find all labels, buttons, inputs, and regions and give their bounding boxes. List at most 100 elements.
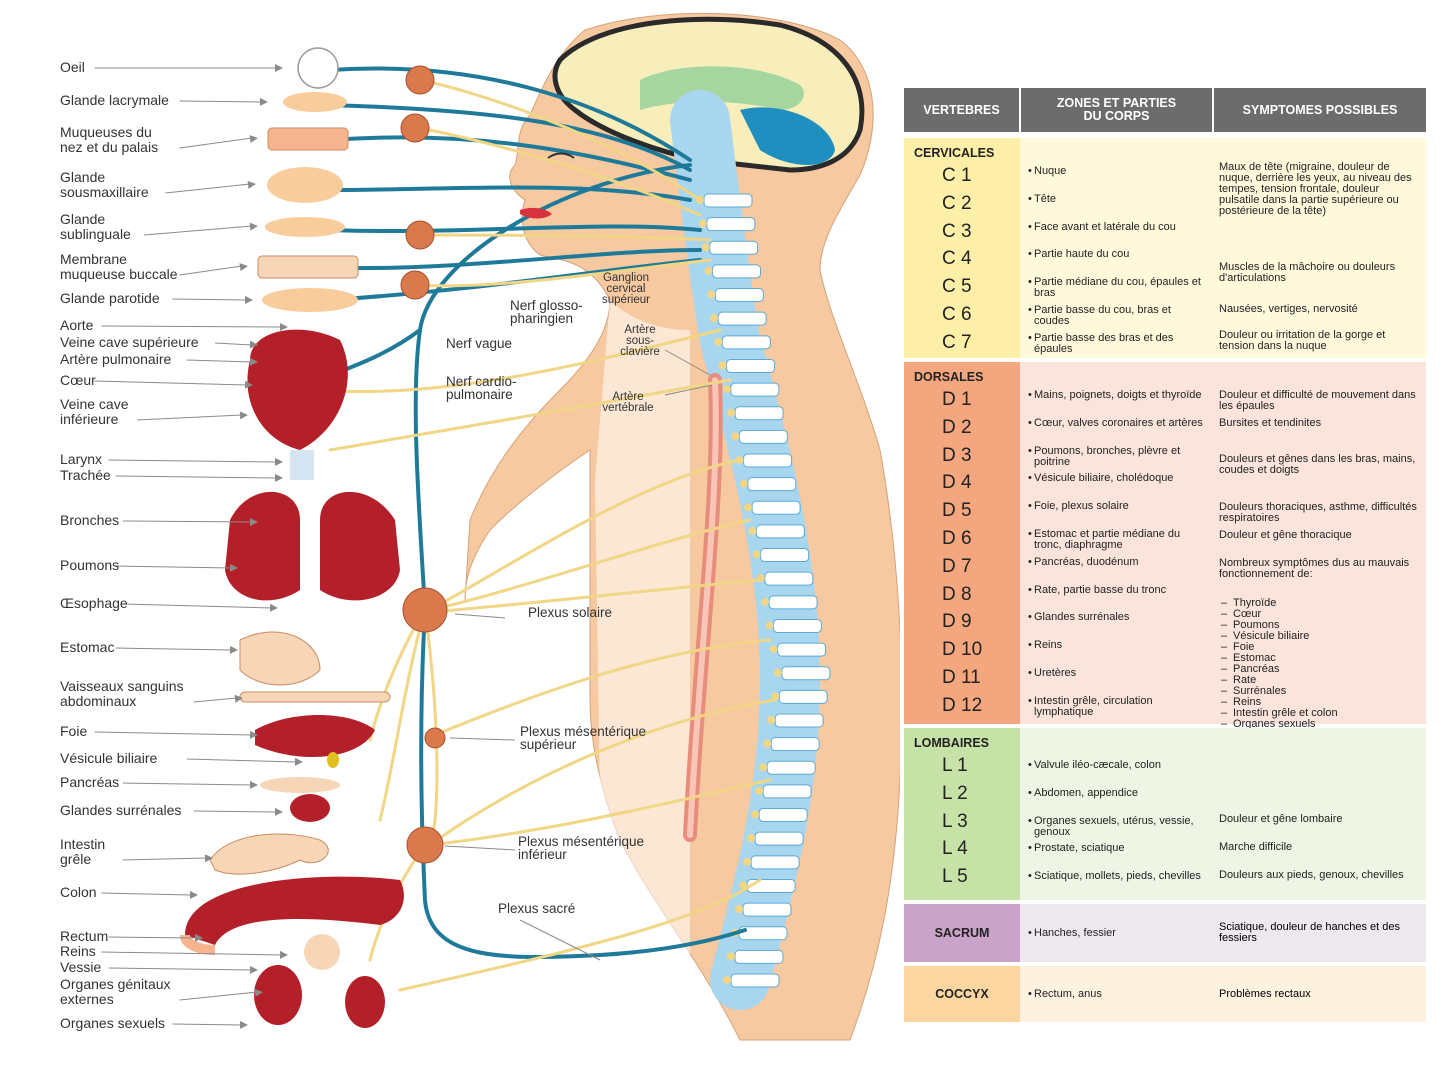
organ-label: Vessie [60,959,101,975]
nerves [318,66,777,992]
symptom-organ-item: Reins [1219,697,1420,709]
symptom-text: Douleur et gêne lombaire [1219,813,1343,825]
vertebra-label: L 3 [942,810,968,832]
organ-label: Bronches [60,512,119,528]
vertebrae-table: VERTEBRES ZONES ET PARTIES DU CORPS SYMP… [904,88,1426,1022]
section-title: COCCYX [935,987,989,1001]
zone-text: Organes sexuels, utérus, vessie, genoux [1028,815,1207,838]
vertebra-label: D 5 [942,500,972,522]
symptom-organ-item: Cœur [1219,609,1420,621]
zone-text: Poumons, bronches, plèvre et poitrine [1028,445,1207,468]
vertebra-label: D 9 [942,611,972,633]
vertebra-label: C 3 [942,220,972,242]
zone-text: Uretères [1028,668,1207,680]
organ-label: Rectum [60,928,108,944]
header-zones: ZONES ET PARTIES DU CORPS [1020,88,1214,132]
vertebra-label: D 8 [942,583,972,605]
symptom-organ-item: Pancréas [1219,664,1420,676]
vertebra-label: L 5 [942,866,968,888]
organs [180,47,404,1028]
vertebra-label: C 5 [942,276,972,298]
organ-label: Cœur [60,372,96,388]
organ-label: Vésicule biliaire [60,750,157,766]
organ-label: Pancréas [60,774,119,790]
organ-label: Glande parotide [60,290,160,306]
organ-label: Œsophage [60,595,128,611]
symptom-text: Douleurs aux pieds, genoux, chevilles [1219,869,1404,881]
vertebra-label: D 12 [942,694,983,716]
header-symptomes: SYMPTOMES POSSIBLES [1213,88,1426,132]
symptom-text: Maux de tête (migraine, douleur de nuque… [1219,161,1412,217]
symptom-organ-item: Organes sexuels [1219,719,1420,731]
zone-text: Rectum, anus [1028,988,1213,1000]
zone-text: Face avant et latérale du cou [1028,221,1207,233]
symptom-organ-item: Surrénales [1219,686,1420,698]
organ-label: Colon [60,884,97,900]
face [520,152,575,219]
zone-text: Mains, poignets, doigts et thyroïde [1028,390,1207,402]
ganglia [400,65,448,864]
section-sacrum: SACRUM Hanches, fessier Sciatique, doule… [904,904,1426,962]
symptom-text: Nausées, vertiges, nervosité [1219,303,1358,315]
symptom-text: Douleur et gêne thoracique [1219,529,1352,541]
organ-label: Larynx [60,451,102,467]
symptom-text: Bursites et tendinites [1219,417,1322,429]
symptom-text: Douleur ou irritation de la gorge et ten… [1219,329,1386,352]
zone-text: Partie médiane du cou, épaules et bras [1028,277,1207,299]
vertebra-label: L 4 [942,838,968,860]
zone-text: Foie, plexus solaire [1028,501,1207,513]
zone-text: Estomac et partie médiane du tronc, diap… [1028,529,1207,551]
organ-label: Glandes surrénales [60,802,181,818]
section-title: CERVICALES [914,146,995,160]
zone-text: Tête [1028,193,1207,205]
zone-text: Reins [1028,640,1207,652]
zone-text: Glandes surrénales [1028,612,1207,624]
symptom-text: Douleur et difficulté de mouvement dans … [1219,389,1416,412]
symptom-text: Douleurs thoraciques, asthme, difficulté… [1219,501,1417,524]
zone-text: Partie haute du cou [1028,249,1207,261]
zone-list: NuqueTêteFace avant et latérale du couPa… [1020,138,1213,358]
symptom-organ-item: Rate [1219,675,1420,687]
organ-label: Oeil [60,59,85,75]
symptom-organ-item: Foie [1219,642,1420,654]
leader-lines [94,64,713,1029]
zone-text: Valvule iléo-cæcale, colon [1028,760,1207,772]
vertebra-label: D 6 [942,527,972,549]
section-cervicales: CERVICALES C 1C 2C 3C 4C 5C 6C 7 NuqueTê… [904,138,1426,358]
symptom-list: Douleur et gêne lombaire Marche difficil… [1213,728,1426,900]
symptom-list: Douleur et difficulté de mouvement dans … [1213,362,1426,763]
symptom-organ-item: Estomac [1219,653,1420,665]
vertebra-label: D 1 [942,389,972,410]
zone-text: Vésicule biliaire, cholédoque [1028,473,1207,485]
symptom-text: Douleurs et gênes dans les bras, mains, … [1219,453,1416,476]
vertebra-label: D 11 [942,666,981,688]
zone-text: Partie basse du cou, bras et coudes [1028,305,1207,327]
spinal-column [670,90,831,1010]
symptom-organ-item: Thyroïde [1219,598,1420,610]
organ-label: Reins [60,943,96,959]
nerve-label: Nerf cardio-pulmonaire [446,374,517,402]
zone-text: Intestin grêle, circulation lymphatique [1028,695,1207,718]
section-lombaires: LOMBAIRES L 1L 2L 3L 4L 5 Valvule iléo-c… [904,728,1426,900]
vertebra-label: D 4 [942,472,972,494]
section-title: SACRUM [934,926,990,940]
section-coccyx: COCCYX Rectum, anus Problèmes rectaux [904,966,1426,1022]
zone-text: Nuque [1028,166,1207,178]
plexus-mesenterique-superieur-node [424,727,446,749]
zone-text: Prostate, sciatique [1028,843,1207,855]
